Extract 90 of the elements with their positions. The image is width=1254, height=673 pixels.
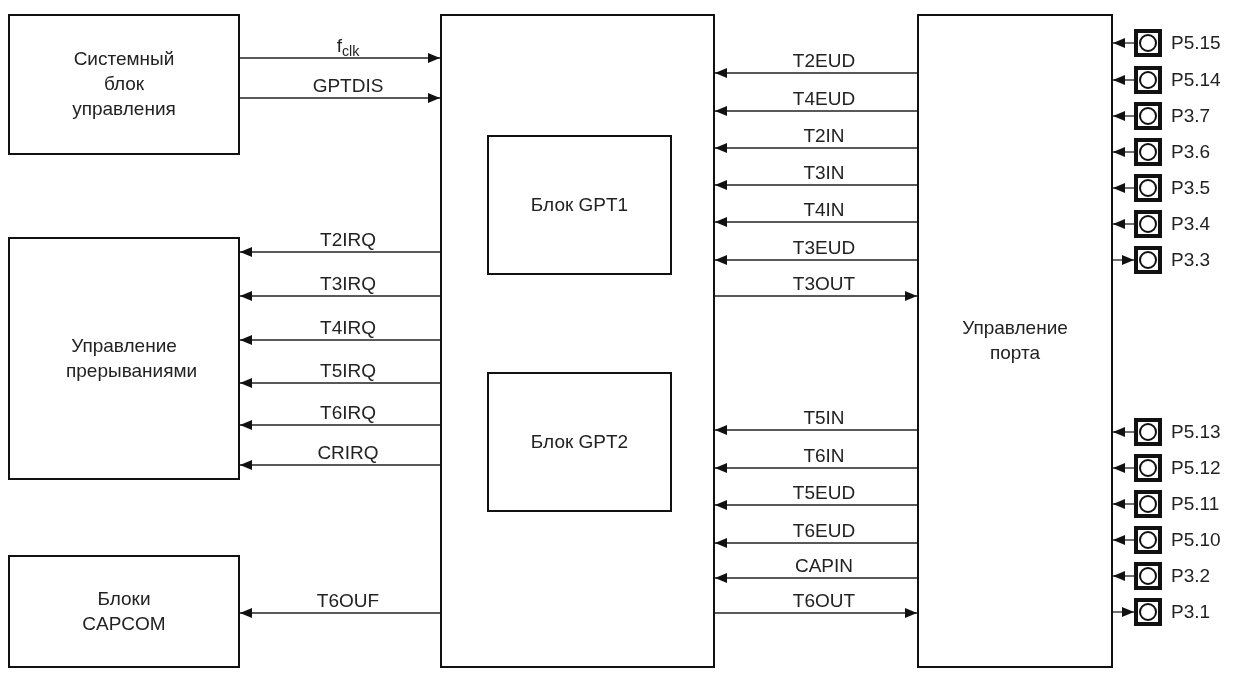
signal-label: T3OUT (790, 274, 858, 293)
pin-label: P3.1 (1171, 602, 1211, 621)
signal-arrow (1112, 535, 1135, 545)
port-control-block (917, 14, 1113, 668)
control-block (8, 14, 240, 155)
signal-arrow (1112, 463, 1135, 473)
signal-arrow (714, 425, 918, 435)
signal-label: GPTDIS (310, 76, 386, 95)
pin-label: P3.7 (1171, 106, 1211, 125)
signal-arrow (714, 217, 918, 227)
signal-arrow (1112, 607, 1135, 617)
pin-terminal (1134, 174, 1162, 202)
signal-label: T2IRQ (318, 230, 378, 249)
capcom-block (8, 555, 240, 668)
signal-arrow (239, 247, 441, 257)
signal-arrow (714, 608, 918, 618)
interrupt-block (8, 237, 240, 480)
block-label: Системный блок управления (71, 47, 177, 121)
pin-label: P5.14 (1171, 70, 1221, 89)
signal-arrow (714, 180, 918, 190)
signal-label: T6IRQ (318, 403, 378, 422)
signal-arrow (714, 68, 918, 78)
pin-terminal (1134, 66, 1162, 94)
signal-arrow (239, 93, 441, 103)
signal-arrow (1112, 255, 1135, 265)
signal-arrow (1112, 219, 1135, 229)
pin-terminal (1134, 102, 1162, 130)
signal-arrow (714, 500, 918, 510)
signal-arrow (239, 608, 441, 618)
gpt1-block (487, 135, 672, 275)
gpt2-block (487, 372, 672, 512)
block-label: Блок GPT2 (529, 429, 630, 454)
signal-label: T4IRQ (318, 318, 378, 337)
signal-arrow (1112, 38, 1135, 48)
signal-arrow (1112, 183, 1135, 193)
signal-arrow (1112, 499, 1135, 509)
signal-arrow (714, 573, 918, 583)
timer-module-box (440, 14, 715, 668)
signal-arrow (1112, 427, 1135, 437)
pin-terminal (1134, 418, 1162, 446)
signal-label: T6OUT (790, 591, 858, 610)
signal-label: T3EUD (790, 238, 858, 257)
signal-label: T6EUD (790, 521, 858, 540)
signal-arrow (239, 53, 441, 63)
signal-label: T6OUF (314, 591, 382, 610)
pin-label: P3.3 (1171, 250, 1211, 269)
block-label: Управление прерываниями (65, 333, 194, 383)
pin-label: P5.11 (1171, 494, 1220, 513)
block-label: Управление порта (961, 316, 1069, 365)
signal-label: T4EUD (790, 89, 858, 108)
pin-terminal (1134, 526, 1162, 554)
block-label: Блоки CAPCOM (81, 586, 167, 636)
pin-label: P3.4 (1171, 214, 1211, 233)
pin-label: P3.6 (1171, 142, 1211, 161)
pin-terminal (1134, 562, 1162, 590)
signal-arrow (239, 335, 441, 345)
pin-terminal (1134, 246, 1162, 274)
pin-terminal (1134, 490, 1162, 518)
signal-label: T3IRQ (318, 274, 378, 293)
pin-label: P5.13 (1171, 422, 1221, 441)
signal-arrow (714, 538, 918, 548)
signal-label: f$_{clk}$ (334, 36, 362, 55)
pin-terminal (1134, 454, 1162, 482)
signal-arrow (1112, 75, 1135, 85)
signal-arrow (714, 291, 918, 301)
signal-arrow (239, 378, 441, 388)
pin-label: P3.2 (1171, 566, 1211, 585)
pin-label: P5.12 (1171, 458, 1221, 477)
pin-label: P5.15 (1171, 33, 1221, 52)
pin-terminal (1134, 29, 1162, 57)
signal-arrow (714, 255, 918, 265)
pin-label: P3.5 (1171, 178, 1211, 197)
signal-arrow (1112, 111, 1135, 121)
block-label: Блок GPT1 (529, 192, 630, 217)
pin-terminal (1134, 138, 1162, 166)
signal-label: T5IRQ (318, 361, 378, 380)
signal-arrow (714, 143, 918, 153)
signal-arrow (239, 420, 441, 430)
pin-label: P5.10 (1171, 530, 1221, 549)
signal-label: T2EUD (790, 51, 858, 70)
pin-terminal (1134, 598, 1162, 626)
signal-arrow (714, 463, 918, 473)
signal-arrow (239, 460, 441, 470)
signal-arrow (714, 106, 918, 116)
pin-terminal (1134, 210, 1162, 238)
signal-label: T5EUD (790, 483, 858, 502)
signal-arrow (1112, 147, 1135, 157)
signal-arrow (239, 291, 441, 301)
signal-label: CRIRQ (315, 443, 381, 462)
signal-arrow (1112, 571, 1135, 581)
